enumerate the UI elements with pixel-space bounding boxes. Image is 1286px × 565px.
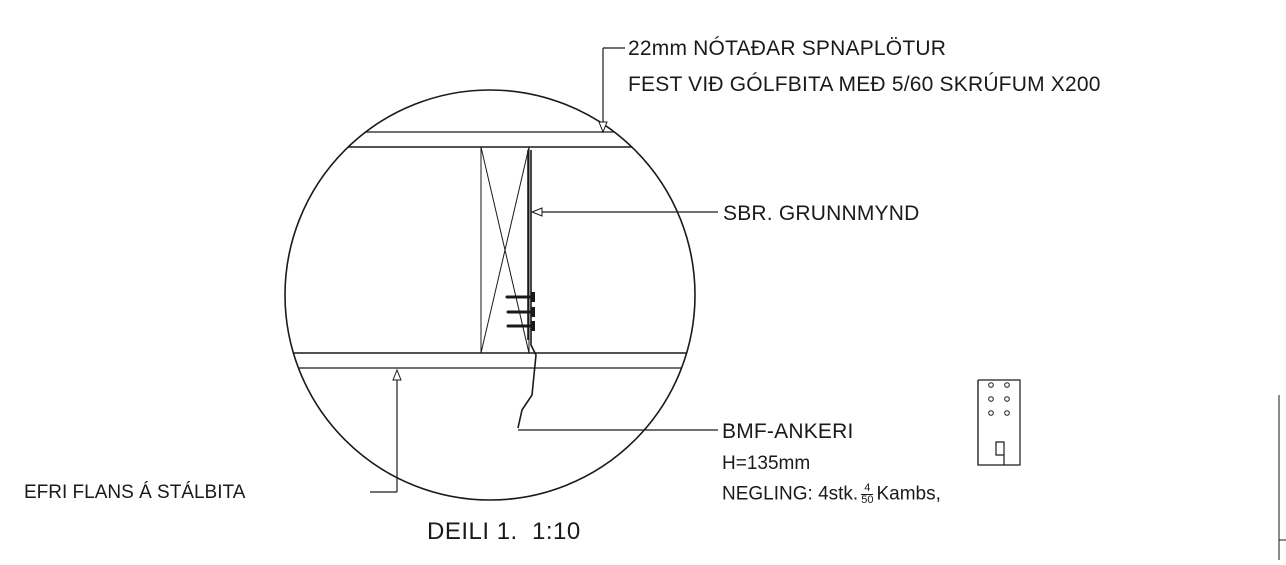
blocking-section <box>480 146 530 354</box>
leader-flange <box>370 378 398 493</box>
bmf-anchor-sketch <box>977 379 1021 466</box>
detail-circle <box>284 89 696 501</box>
flange-label: EFRI FLANS Á STÁLBITA <box>24 482 246 503</box>
nailing-fraction-denominator: 50 <box>861 494 874 506</box>
nails <box>505 295 535 328</box>
leader-sheathing <box>602 47 625 130</box>
arrow-sheathing <box>598 121 608 134</box>
anchor-height-label: H=135mm <box>722 453 811 474</box>
reference-label: SBR. GRUNNMYND <box>723 202 920 225</box>
nailing-suffix: Kambs, <box>876 483 941 505</box>
sheathing-label-line2: FEST VIÐ GÓLFBITA MEÐ 5/60 SKRÚFUM X200 <box>628 73 1101 96</box>
anchor-holes <box>988 382 1010 416</box>
arrow-flange <box>392 368 402 381</box>
bmf-anchor-profile <box>517 150 537 429</box>
arrow-reference <box>530 207 543 217</box>
sheathing-label-line1: 22mm NÓTAÐAR SPNAPLÖTUR <box>628 37 947 60</box>
nail-heads <box>531 292 535 331</box>
nailing-fraction-numerator: 4 <box>861 483 874 495</box>
anchor-name-label: BMF-ANKERI <box>722 420 854 443</box>
nailing-prefix: NEGLING: 4stk. <box>722 483 859 505</box>
detail-title: DEILI 1. 1:10 <box>427 518 581 545</box>
sheet-border-fragment <box>1278 395 1286 560</box>
